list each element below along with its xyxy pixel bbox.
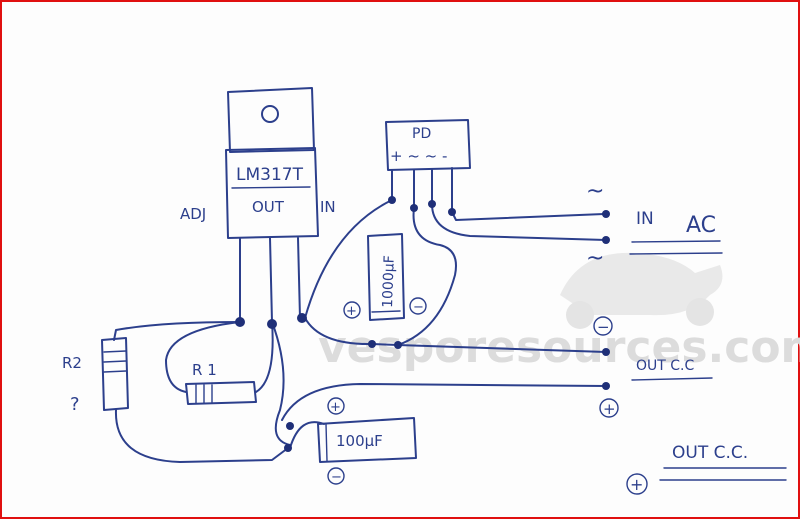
capacitor-1000uf-label: 1000µF xyxy=(380,255,398,308)
junction-dot xyxy=(284,444,292,452)
r1-label: R 1 xyxy=(192,361,217,379)
plus-circle-icon xyxy=(343,301,361,319)
junction-dot xyxy=(428,200,436,208)
plus-circle-icon xyxy=(626,473,648,495)
resistor-r1 xyxy=(165,321,274,405)
minus-circle-icon xyxy=(409,297,427,315)
junction-dot xyxy=(448,208,456,216)
capacitor-1000uf-minus: − xyxy=(413,300,424,315)
regulator-tab xyxy=(227,87,315,153)
r2-label: R2 xyxy=(62,354,82,372)
minus-circle-icon xyxy=(593,316,613,336)
wire-ac-1 xyxy=(451,211,605,221)
plus-circle-icon xyxy=(599,398,619,418)
junction-dot xyxy=(368,340,376,348)
junction-dot xyxy=(388,196,396,204)
capacitor-1000uf-plus: + xyxy=(346,304,357,319)
pin-out xyxy=(269,237,273,323)
resistor-r2 xyxy=(101,321,289,463)
regulator-out-label: OUT xyxy=(252,198,285,216)
bridge-label: PD xyxy=(412,126,431,142)
junction-dot xyxy=(267,319,277,329)
wire-out xyxy=(271,321,291,446)
capacitor-1000uf xyxy=(367,233,405,321)
pin-in xyxy=(297,237,301,319)
ac-label: AC xyxy=(686,213,716,238)
dc-plus-bottom-label: + xyxy=(630,475,643,494)
regulator-body xyxy=(225,147,319,239)
ac-in-label: IN xyxy=(636,209,654,229)
wire-bridge-minus xyxy=(397,207,457,346)
minus-circle-icon xyxy=(327,467,345,485)
bridge-rectifier xyxy=(385,119,471,213)
dc-out-label-big: OUT C.C. xyxy=(672,443,748,463)
junction-dot xyxy=(394,341,402,349)
capacitor-100uf xyxy=(317,417,417,463)
dc-minus-label: − xyxy=(597,318,610,336)
terminal-dot xyxy=(602,236,610,244)
ac-tilde-bottom: ~ xyxy=(586,246,604,271)
terminal-dot xyxy=(602,382,610,390)
scooter-watermark-icon xyxy=(560,252,723,316)
dc-out-label-mid: OUT C.C xyxy=(636,358,694,374)
junction-dot xyxy=(410,204,418,212)
regulator-adj-label: ADJ xyxy=(180,205,206,223)
capacitor-100uf-plus: + xyxy=(330,400,341,415)
junction-dot xyxy=(235,317,245,327)
watermark: vesporesources.com xyxy=(318,322,800,373)
terminal-dot xyxy=(602,210,610,218)
r2-value: ? xyxy=(70,394,80,415)
scooter-wheel-icon xyxy=(566,301,594,329)
bridge-terminals: + ~ ~ - xyxy=(390,147,447,165)
mounting-hole-icon xyxy=(261,105,279,123)
wire-bridge-plus-to-in xyxy=(304,199,393,319)
lm317t-regulator xyxy=(225,87,319,323)
regulator-in-label: IN xyxy=(320,198,336,216)
junction-dot xyxy=(286,422,294,430)
wire-out-plus xyxy=(281,383,607,421)
plus-circle-icon xyxy=(327,397,345,415)
regulator-part-label: LM317T xyxy=(236,165,304,185)
junction-dot xyxy=(297,313,307,323)
wire-ac-2 xyxy=(431,203,607,241)
scooter-wheel-icon xyxy=(686,298,714,326)
ac-tilde-top: ~ xyxy=(586,179,604,204)
terminal-dot xyxy=(602,348,610,356)
dc-plus-label: + xyxy=(603,400,616,418)
capacitor-100uf-label: 100µF xyxy=(336,432,383,450)
capacitor-100uf-minus: − xyxy=(331,470,342,485)
